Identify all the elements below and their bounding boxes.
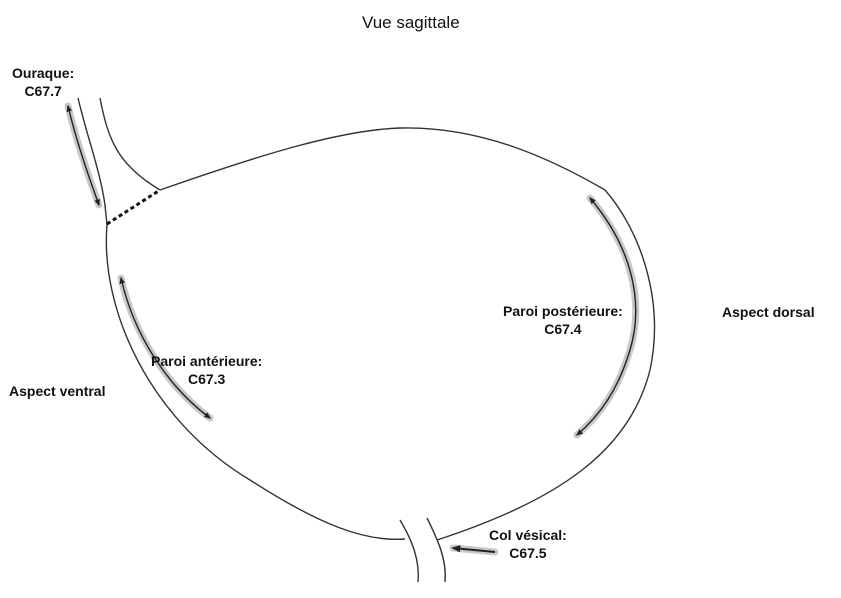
label-paroi-posterieure-name: Paroi postérieure: — [503, 303, 623, 319]
label-paroi-anterieure-name: Paroi antérieure: — [151, 353, 263, 369]
urachus-duct-right — [99, 97, 161, 191]
bladder-outline — [159, 127, 606, 191]
label-ouraque-code: C67.7 — [24, 83, 62, 99]
label-col-vesical: Col vésical: C67.5 — [489, 526, 567, 562]
label-paroi-posterieure: Paroi postérieure: C67.4 — [503, 302, 623, 338]
diagram-title: Vue sagittale — [362, 13, 460, 32]
label-paroi-posterieure-code: C67.4 — [544, 321, 582, 337]
label-ouraque-name: Ouraque: — [12, 65, 75, 81]
posterior-wall-double-arrow — [575, 196, 637, 436]
urethra-right — [426, 517, 446, 583]
label-aspect-ventral: Aspect ventral — [9, 383, 106, 399]
bladder-anterior-wall — [105, 224, 406, 541]
bladder-neck-arrow — [451, 545, 496, 553]
label-col-vesical-code: C67.5 — [509, 545, 547, 561]
urethra-left — [399, 519, 420, 583]
label-paroi-anterieure: Paroi antérieure: C67.3 — [151, 352, 262, 388]
urachus-double-arrow — [66, 104, 100, 207]
bladder-posterior-wall — [436, 189, 656, 541]
label-ouraque: Ouraque: C67.7 — [12, 64, 74, 100]
label-col-vesical-name: Col vésical: — [489, 527, 567, 543]
label-paroi-anterieure-code: C67.3 — [187, 371, 226, 387]
anterior-wall-double-arrow — [119, 276, 212, 419]
urachus-boundary-dotted — [106, 188, 161, 226]
label-aspect-dorsal: Aspect dorsal — [722, 304, 815, 320]
